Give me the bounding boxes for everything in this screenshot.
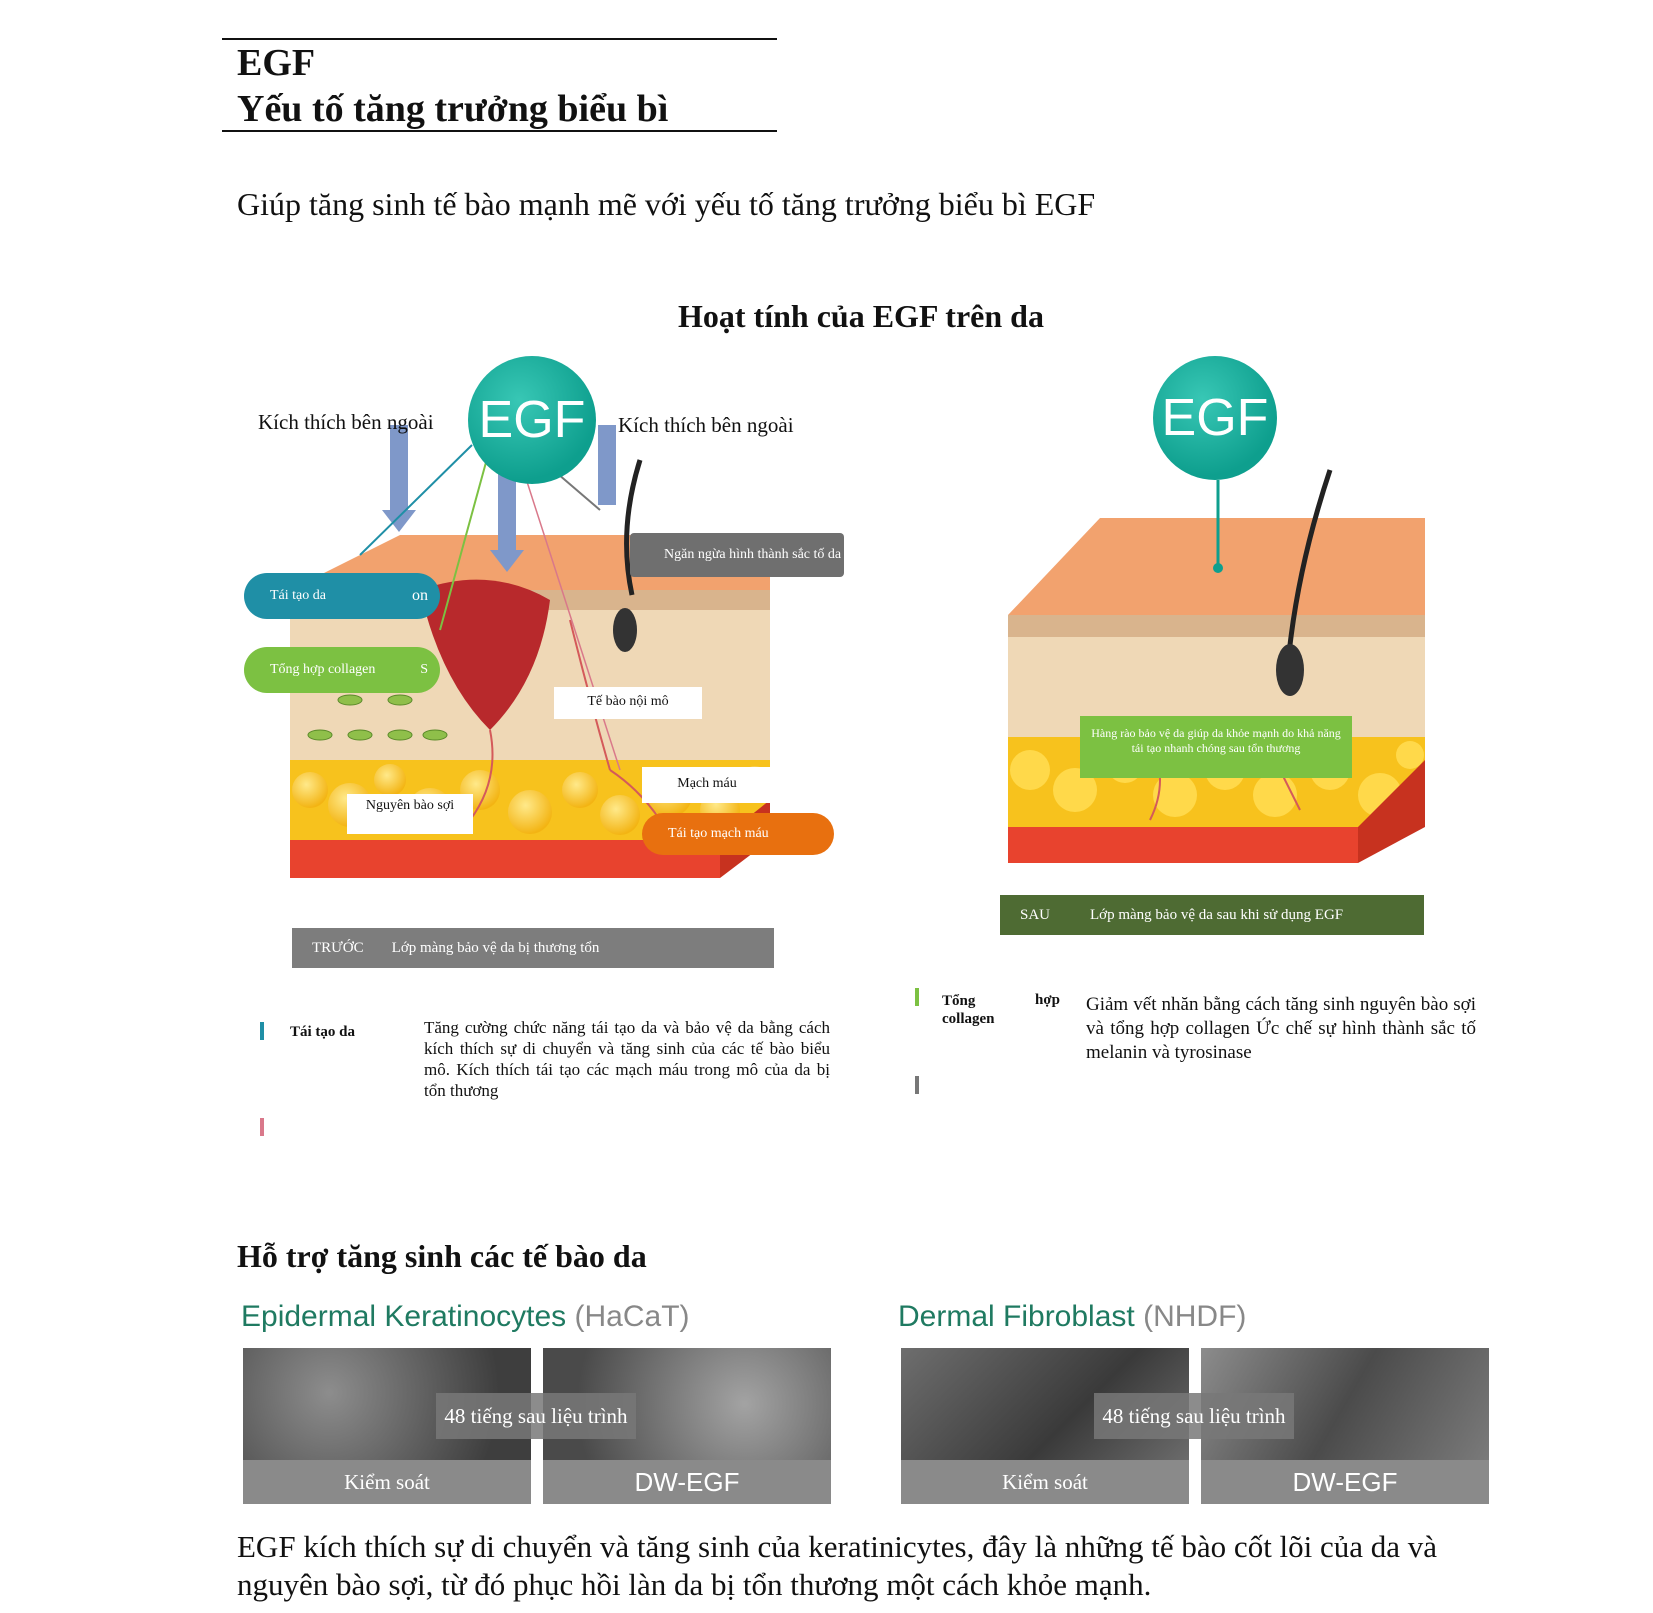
before-text: Lớp màng bảo vệ da bị thương tổn xyxy=(391,939,600,956)
pill-skin-regen-tail: on xyxy=(412,587,428,604)
pill-skin-regen: Tái tạo da on xyxy=(244,573,440,619)
section-heading: Hỗ trợ tăng sinh các tế bào da xyxy=(237,1238,647,1274)
right-panel-title-paren: (NHDF) xyxy=(1143,1300,1247,1333)
header-rule-bottom xyxy=(222,130,777,132)
legend-marker-gray xyxy=(915,1076,919,1094)
footer-paragraph: EGF kích thích sự di chuyển và tăng sinh… xyxy=(237,1529,1438,1602)
legend-right-label: Tổng collagen xyxy=(942,993,995,1027)
pill-vessel-regen: Tái tạo mạch máu xyxy=(642,813,834,855)
legend-marker-green xyxy=(915,988,919,1006)
label-vessel: Mạch máu xyxy=(642,767,772,803)
left-panel-title-paren: (HaCaT) xyxy=(574,1300,690,1333)
page-subtitle: Giúp tăng sinh tế bào mạnh mẽ với yếu tố… xyxy=(237,186,1096,222)
base-layer xyxy=(1008,827,1358,863)
before-caption-bar: TRƯỚC Lớp màng bảo vệ da bị thương tổn xyxy=(292,928,774,968)
legend-right-label-tail: hợp xyxy=(1035,992,1060,1008)
after-tag: SAU xyxy=(1020,906,1051,923)
caption-nhdf-egf: DW-EGF xyxy=(1201,1460,1489,1504)
pill-skin-regen-label: Tái tạo da xyxy=(270,588,326,603)
legend-left-label: Tái tạo da xyxy=(290,1024,356,1040)
legend-marker-teal xyxy=(260,1022,264,1040)
stimulus-arrow-center xyxy=(498,470,516,550)
after-caption-bar: SAU Lớp màng bảo vệ da sau khi sử dụng E… xyxy=(1000,895,1424,935)
after-text: Lớp màng bảo vệ da sau khi sử dụng EGF xyxy=(1090,906,1344,923)
right-panel-title: Dermal Fibroblast (NHDF) xyxy=(898,1300,1246,1334)
legend-marker-pink xyxy=(260,1118,264,1136)
pill-collagen-tail: S xyxy=(420,662,428,677)
legend-right-desc: Giảm vết nhăn bằng cách tăng sinh nguyên… xyxy=(1086,994,1476,1063)
stimulus-arrow-right xyxy=(598,425,616,505)
stimulus-label-right: Kích thích bên ngoài xyxy=(618,413,794,437)
left-panel-title: Epidermal Keratinocytes (HaCaT) xyxy=(241,1300,690,1334)
epidermis-layer xyxy=(1008,615,1425,637)
right-panel-title-main: Dermal Fibroblast xyxy=(898,1300,1135,1333)
pigment-prevention-box: Ngăn ngừa hình thành sắc tố da xyxy=(630,533,844,577)
page-title: EGF xyxy=(237,42,316,84)
hair-shaft xyxy=(624,459,643,596)
wound-tissue xyxy=(420,579,550,730)
overlay-hacat-48h: 48 tiếng sau liệu trình xyxy=(436,1393,636,1439)
hair-shaft xyxy=(1287,469,1333,646)
diagram-title: Hoạt tính của EGF trên da xyxy=(678,298,1044,334)
egf-bubble-left: EGF xyxy=(468,356,596,484)
label-fibroblast: Nguyên bào sợi xyxy=(347,794,473,834)
after-note-box: Hàng rào bảo vệ da giúp da khỏe mạnh do … xyxy=(1080,716,1352,778)
caption-hacat-control: Kiểm soát xyxy=(243,1460,531,1504)
label-endothelial: Tế bào nội mô xyxy=(554,687,702,719)
pill-collagen: Tổng hợp collagen S xyxy=(244,647,440,693)
caption-nhdf-control: Kiểm soát xyxy=(901,1460,1189,1504)
before-tag: TRƯỚC xyxy=(312,939,364,956)
left-panel-title-main: Epidermal Keratinocytes xyxy=(241,1300,567,1333)
page-title-sub: Yếu tố tăng trưởng biểu bì xyxy=(237,88,669,130)
stimulus-arrow-left xyxy=(390,425,408,510)
pill-collagen-label: Tổng hợp collagen xyxy=(270,662,376,677)
overlay-nhdf-48h: 48 tiếng sau liệu trình xyxy=(1094,1393,1294,1439)
caption-hacat-egf: DW-EGF xyxy=(543,1460,831,1504)
legend-left-desc: Tăng cường chức năng tái tạo da và bảo v… xyxy=(424,1018,830,1100)
skin-diagram-before xyxy=(290,425,770,878)
skin-diagram-after xyxy=(1008,469,1425,863)
header-rule-top xyxy=(222,38,777,40)
stimulus-label-left: Kích thích bên ngoài xyxy=(258,410,434,434)
egf-bubble-right: EGF xyxy=(1153,356,1277,480)
